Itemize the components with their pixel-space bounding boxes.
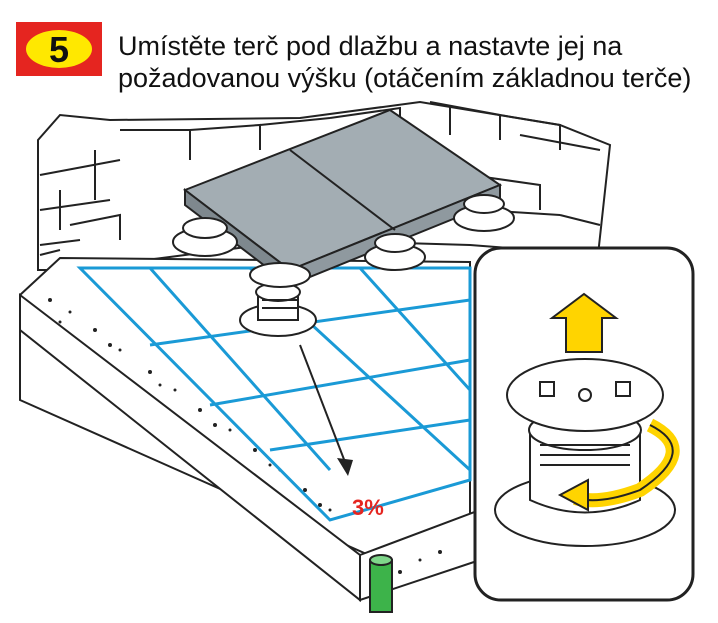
drain-pipe-icon xyxy=(369,554,393,613)
concrete-base xyxy=(19,256,481,603)
rotate-arrow-icon xyxy=(557,418,680,512)
height-adjust-arrow-icon xyxy=(549,292,619,353)
step-instruction: Umístěte terč pod dlažbu a nastavte jej … xyxy=(118,31,692,93)
step-badge: 5 xyxy=(16,22,102,76)
slope-label: 3% xyxy=(352,495,384,520)
pedestal-detail xyxy=(494,358,676,547)
pedestal-right xyxy=(453,194,515,232)
step-number: 5 xyxy=(48,29,70,70)
pedestal-left xyxy=(172,217,238,257)
step-badge-oval xyxy=(26,30,92,68)
pedestal-icon xyxy=(239,262,317,337)
slope-arrow xyxy=(299,344,353,476)
detail-inset xyxy=(473,246,695,602)
pedestal-front xyxy=(364,233,426,271)
